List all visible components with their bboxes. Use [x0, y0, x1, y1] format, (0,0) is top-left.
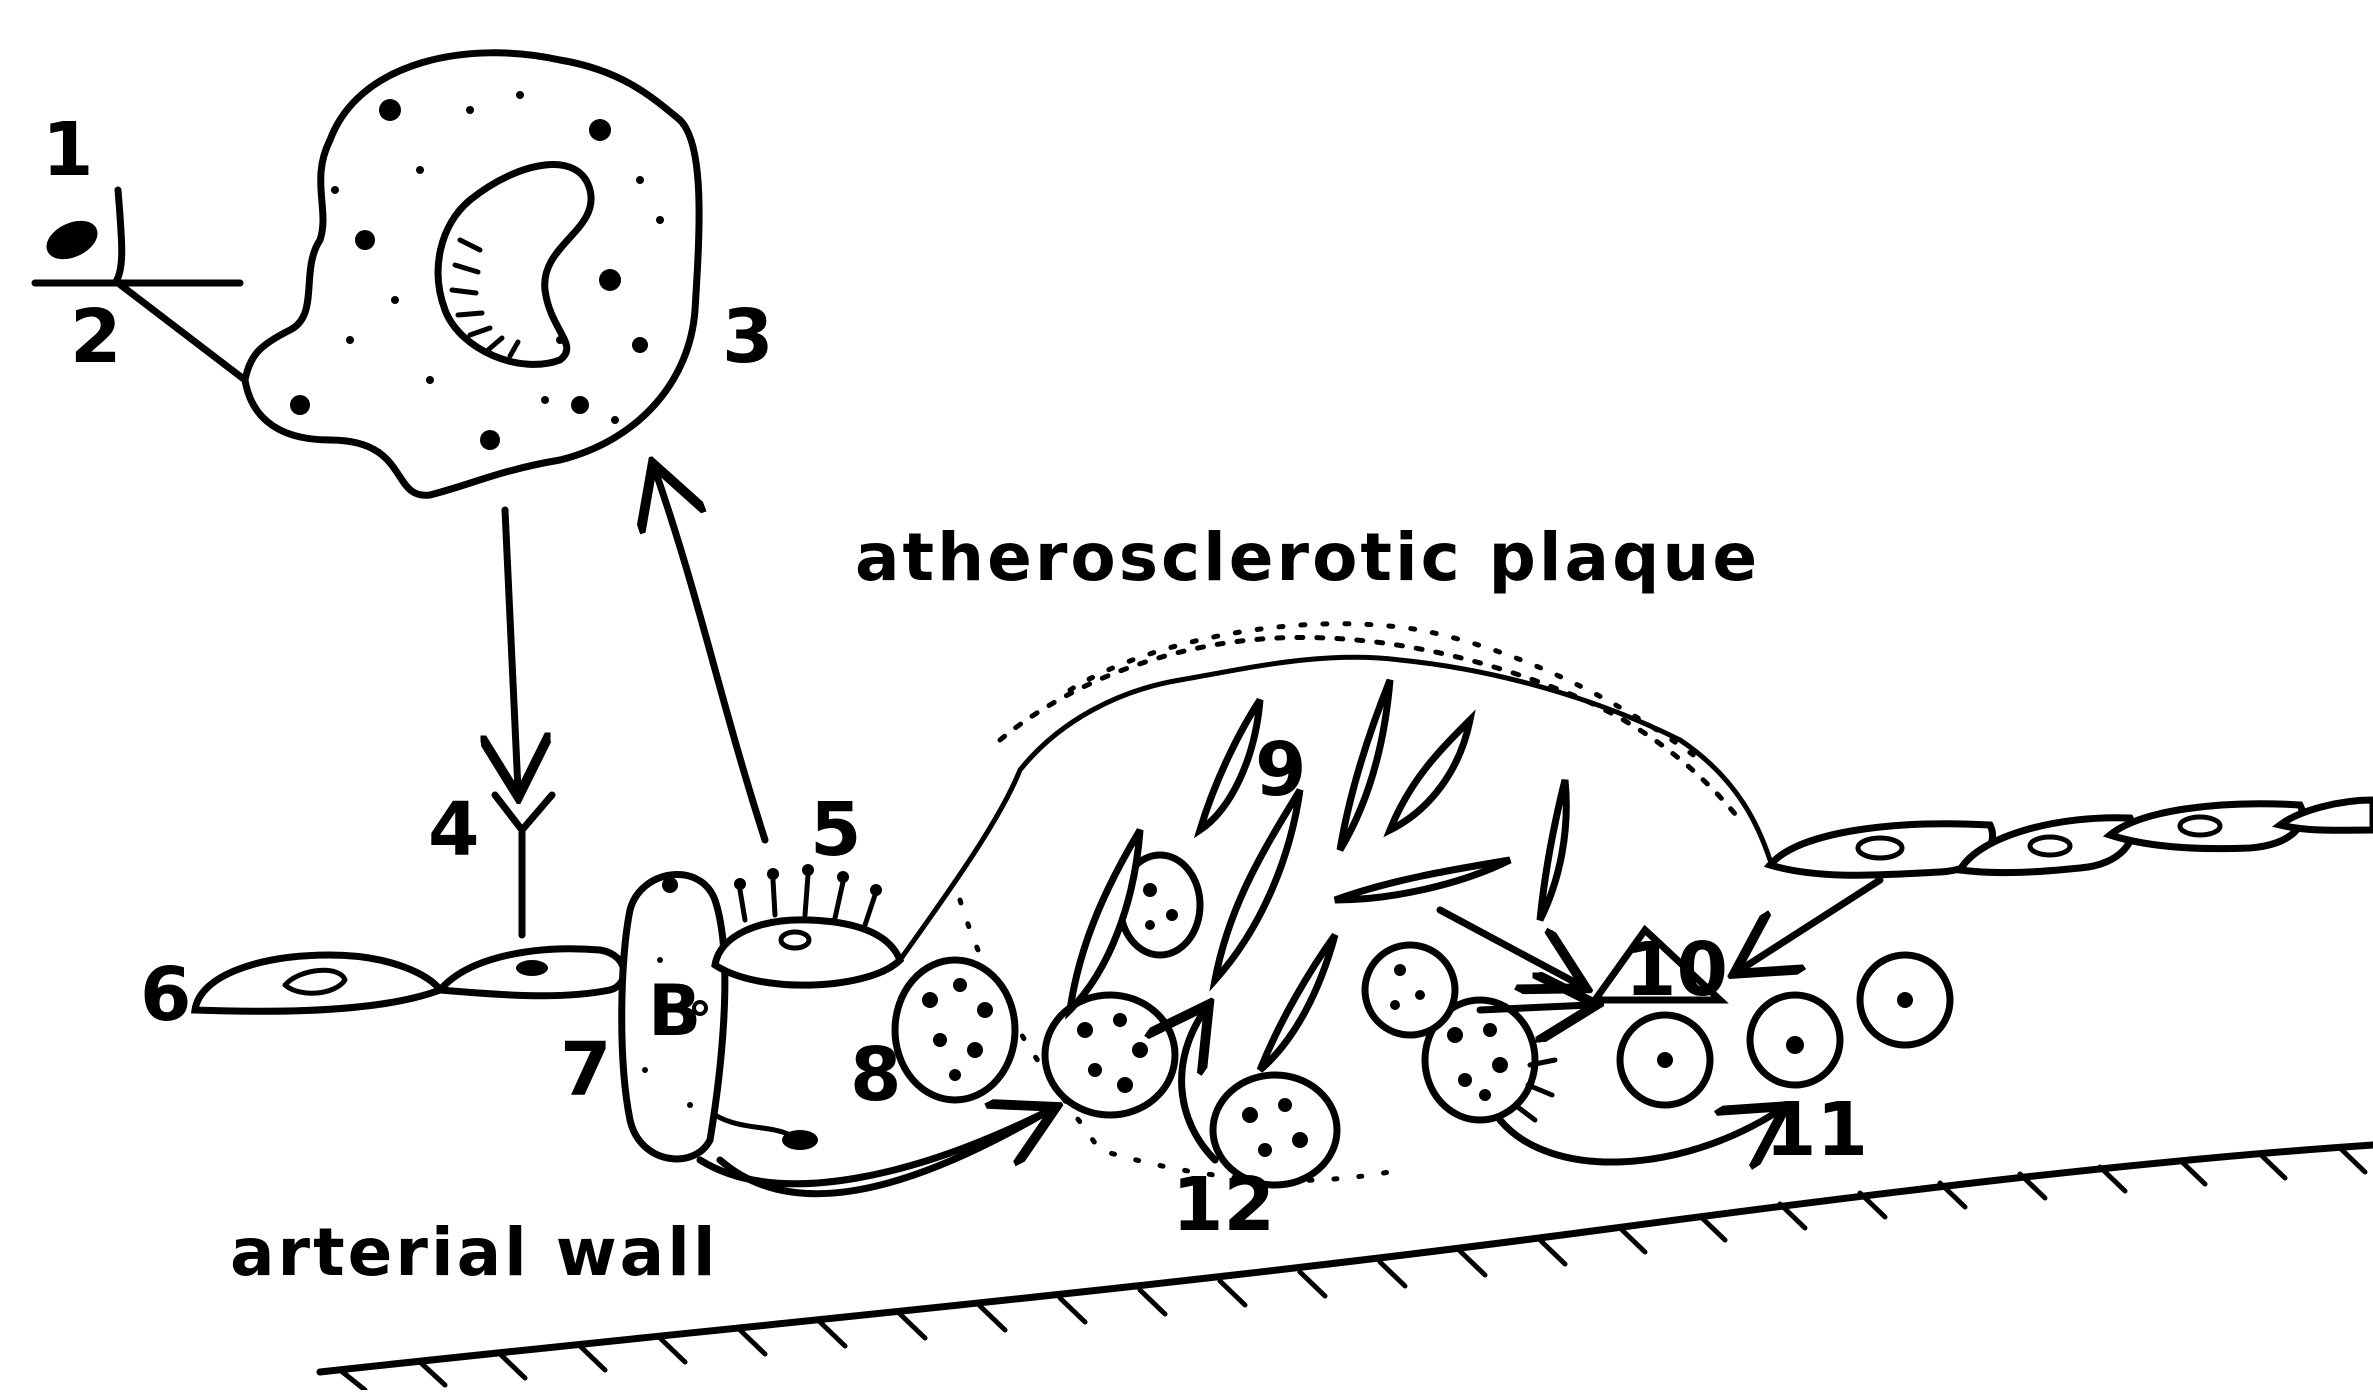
- endothelial-cells-right: [1770, 800, 2373, 875]
- label-12: 12: [1172, 1162, 1275, 1248]
- macrophage-cell: [245, 53, 699, 496]
- cell-7-tail: [715, 1115, 790, 1135]
- label-8: 8: [850, 1032, 902, 1118]
- arrow-to-10-b: [1480, 1005, 1590, 1010]
- cell-7-tail-dot: [782, 1130, 818, 1150]
- plaque-cell: [1365, 945, 1455, 1035]
- cell-5: [715, 864, 900, 985]
- label-6: 6: [140, 952, 192, 1038]
- label-2: 2: [70, 294, 122, 380]
- arrow-to-11: [1500, 1110, 1780, 1162]
- label-1: 1: [42, 107, 94, 193]
- plaque-label: atherosclerotic plaque: [855, 519, 1760, 596]
- arrow-to-10-c: [1740, 880, 1880, 970]
- label-10: 10: [1625, 927, 1728, 1013]
- label-5: 5: [810, 787, 862, 873]
- arrow-down: [505, 510, 518, 790]
- antigen-1: [40, 190, 121, 283]
- wall-label: arterial wall: [230, 1214, 718, 1291]
- cell-7: B: [622, 875, 725, 1159]
- arrow-to-10-a: [1440, 910, 1580, 985]
- label-11: 11: [1765, 1087, 1868, 1173]
- arrow-up: [655, 470, 765, 840]
- label-3: 3: [722, 294, 774, 380]
- receptor-connector: [118, 283, 245, 380]
- label-7: 7: [560, 1027, 612, 1113]
- arrow-from-7: [700, 1110, 1050, 1184]
- label-9: 9: [1255, 727, 1307, 813]
- endothelial-cells-left: [195, 949, 624, 1012]
- label-4: 4: [428, 787, 480, 873]
- receptor-4: [495, 795, 552, 935]
